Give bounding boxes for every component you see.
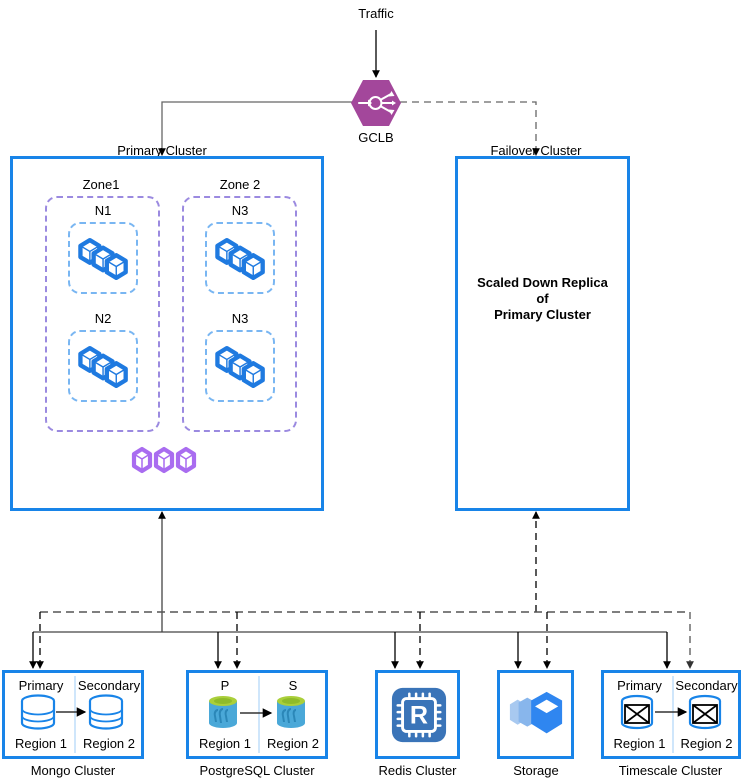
postgresql-cluster-caption: PostgreSQL Cluster	[199, 763, 315, 778]
postgres-primary-region: Region 1	[198, 736, 252, 751]
mongo-secondary-role: Secondary	[77, 678, 141, 693]
zone-2-label: Zone 2	[219, 177, 261, 192]
three-purple-hex-cubes-icon	[131, 446, 197, 474]
postgresql-cluster-box[interactable]: P S Region 1 Region 2	[186, 670, 328, 759]
primary-cluster-label: Primary Cluster	[117, 143, 207, 158]
redis-cluster-box[interactable]: R	[375, 670, 460, 759]
postgres-secondary-region: Region 2	[266, 736, 320, 751]
load-balancer-icon	[351, 80, 401, 126]
zone-1-box[interactable]	[45, 196, 160, 432]
mongo-primary-region: Region 1	[14, 736, 68, 751]
mongo-cluster-caption: Mongo Cluster	[30, 763, 116, 778]
mongo-db-icon	[20, 694, 56, 730]
failover-body-line-1: Scaled Down Replica	[477, 275, 608, 290]
mongo-primary-role: Primary	[18, 678, 64, 693]
node-n2-label: N2	[94, 311, 112, 326]
postgresql-db-icon	[209, 696, 237, 728]
traffic-label: Traffic	[358, 6, 394, 21]
timescale-secondary-region: Region 2	[680, 736, 733, 751]
postgres-secondary-role: S	[288, 678, 298, 693]
mongo-replication-group	[20, 694, 124, 730]
three-cubes-icon	[215, 237, 265, 281]
storage-box[interactable]	[497, 670, 574, 759]
postgres-primary-role: P	[220, 678, 230, 693]
postgresql-db-icon	[277, 696, 305, 728]
primary-cluster-footer-icon-group	[128, 444, 204, 478]
mongo-cluster-box[interactable]: Primary Secondary Region 1 Region 2	[2, 670, 144, 759]
redis-cluster-caption: Redis Cluster	[378, 763, 457, 778]
timescale-db-icon	[620, 694, 654, 730]
three-cubes-icon	[215, 345, 265, 389]
failover-cluster-label: Failover Cluster	[490, 143, 582, 158]
node-n1-box[interactable]	[68, 222, 138, 294]
storage-boxes-icon	[509, 691, 563, 734]
node-n3-a-box[interactable]	[205, 222, 275, 294]
svg-text:R: R	[410, 702, 428, 730]
node-n3-b-label: N3	[231, 311, 249, 326]
zone-2-box[interactable]	[182, 196, 297, 432]
failover-cluster-box[interactable]	[455, 156, 630, 511]
timescale-cluster-box[interactable]: Primary Secondary Region 1 Region 2	[601, 670, 741, 759]
redis-icon: R	[391, 687, 447, 743]
node-n3-a-label: N3	[231, 203, 249, 218]
storage-caption: Storage	[513, 763, 559, 778]
timescale-primary-region: Region 1	[613, 736, 666, 751]
gclb-node[interactable]	[350, 78, 402, 128]
timescale-secondary-role: Secondary	[675, 678, 738, 693]
node-n1-label: N1	[94, 203, 112, 218]
zone-1-label: Zone1	[82, 177, 120, 192]
timescale-region-divider	[672, 676, 674, 753]
timescale-replication-group	[620, 694, 722, 730]
mongo-region-divider	[74, 676, 76, 753]
timescale-primary-role: Primary	[617, 678, 662, 693]
mongo-db-icon	[88, 694, 124, 730]
three-cubes-icon	[78, 345, 128, 389]
node-n2-box[interactable]	[68, 330, 138, 402]
three-cubes-icon	[78, 237, 128, 281]
gclb-label: GCLB	[358, 130, 394, 145]
mongo-secondary-region: Region 2	[82, 736, 136, 751]
timescale-cluster-caption: Timescale Cluster	[618, 763, 723, 778]
failover-body-line-3: Primary Cluster	[494, 307, 591, 322]
postgres-replication-group	[209, 696, 305, 728]
timescale-db-icon	[688, 694, 722, 730]
postgres-region-divider	[258, 676, 260, 753]
node-n3-b-box[interactable]	[205, 330, 275, 402]
failover-body-line-2: of	[536, 291, 549, 306]
